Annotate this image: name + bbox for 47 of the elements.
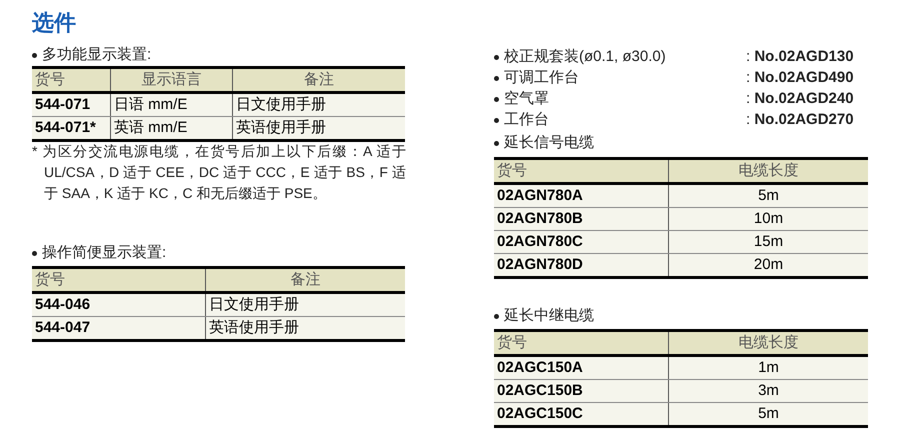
header-cell: 备注 [205, 269, 405, 291]
table-cell: 02AGN780A [494, 185, 668, 207]
table-cell: 英语 mm/E [110, 117, 232, 139]
table-cell: 02AGC150A [494, 357, 668, 379]
header-cell: 货号 [494, 160, 668, 182]
table-cell: 02AGC150B [494, 380, 668, 402]
list-item: 校正规套装(ø0.1, ø30.0) [504, 47, 666, 67]
table-cell: 15m [668, 231, 868, 253]
table-cell: 1m [668, 357, 868, 379]
header-cell: 显示语言 [110, 69, 232, 91]
list-item: 操作简便显示装置: [42, 243, 166, 263]
table-cell: 日文使用手册 [232, 94, 405, 116]
title: 选件 [32, 10, 76, 36]
list-item: 工作台 [504, 110, 549, 130]
table-cell: 英语使用手册 [205, 317, 405, 339]
header-cell: 电缆长度 [668, 332, 868, 354]
table-cell: 02AGC150C [494, 403, 668, 425]
list-item: 空气罩 [504, 89, 549, 109]
table-cell: 02AGN780B [494, 208, 668, 230]
table-cell: 英语使用手册 [232, 117, 405, 139]
footnote: * 为区分交流电源电缆，在货号后加上以下后缀：A 适于 UL/CSA，D 适于 CEE，DC 适于 CCC，E 适于 BS，F 适于 SAA，K 适于 KC，C 和无后缀适于 PSE。 [32, 142, 406, 203]
table-cell: 02AGN780D [494, 254, 668, 276]
part-number: : No.02AGD240 [746, 89, 854, 109]
list-item: 延长信号电缆 [504, 133, 594, 153]
header-cell: 货号 [32, 269, 205, 291]
header-cell: 备注 [232, 69, 405, 91]
header-cell: 货号 [32, 69, 110, 91]
list-item: 多功能显示装置: [42, 45, 152, 65]
part-number: : No.02AGD270 [746, 110, 854, 130]
table-cell: 544-071* [32, 117, 110, 139]
header-cell: 电缆长度 [668, 160, 868, 182]
part-number: : No.02AGD490 [746, 68, 854, 88]
header-cell: 货号 [494, 332, 668, 354]
table-cell: 544-071 [32, 94, 110, 116]
table-cell: 20m [668, 254, 868, 276]
table-cell: 544-046 [32, 294, 205, 316]
table-cell: 日语 mm/E [110, 94, 232, 116]
table-cell: 02AGN780C [494, 231, 668, 253]
table-cell: 5m [668, 403, 868, 425]
part-number: : No.02AGD130 [746, 47, 854, 67]
table-cell: 3m [668, 380, 868, 402]
table-cell: 544-047 [32, 317, 205, 339]
table-cell: 日文使用手册 [205, 294, 405, 316]
list-item: 可调工作台 [504, 68, 579, 88]
list-item: 延长中继电缆 [504, 306, 594, 326]
table-cell: 10m [668, 208, 868, 230]
table-cell: 5m [668, 185, 868, 207]
